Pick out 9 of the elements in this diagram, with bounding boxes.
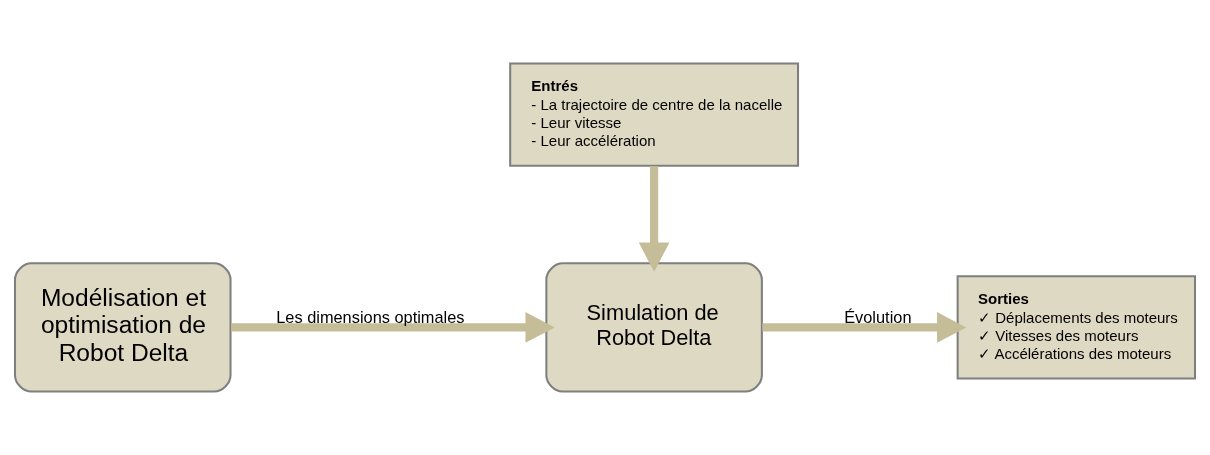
node-box: Modélisation et optimisation de Robot Delta bbox=[13, 262, 232, 393]
arrow bbox=[762, 312, 967, 343]
arrow bbox=[638, 166, 670, 272]
node-box: Sorties ✓ Déplacements des moteurs ✓ Vitesses des moteurs ✓ Accélérations des moteurs bbox=[956, 275, 1197, 380]
edge-label: Évolution bbox=[844, 307, 912, 326]
node-box: Simulation de Robot Delta bbox=[545, 262, 763, 393]
edge-label: Les dimensions optimales bbox=[276, 307, 465, 326]
arrow bbox=[231, 312, 555, 343]
node-box: Entrés - La trajectoire de centre de la nacelle - Leur vitesse - Leur accélération bbox=[509, 62, 800, 167]
